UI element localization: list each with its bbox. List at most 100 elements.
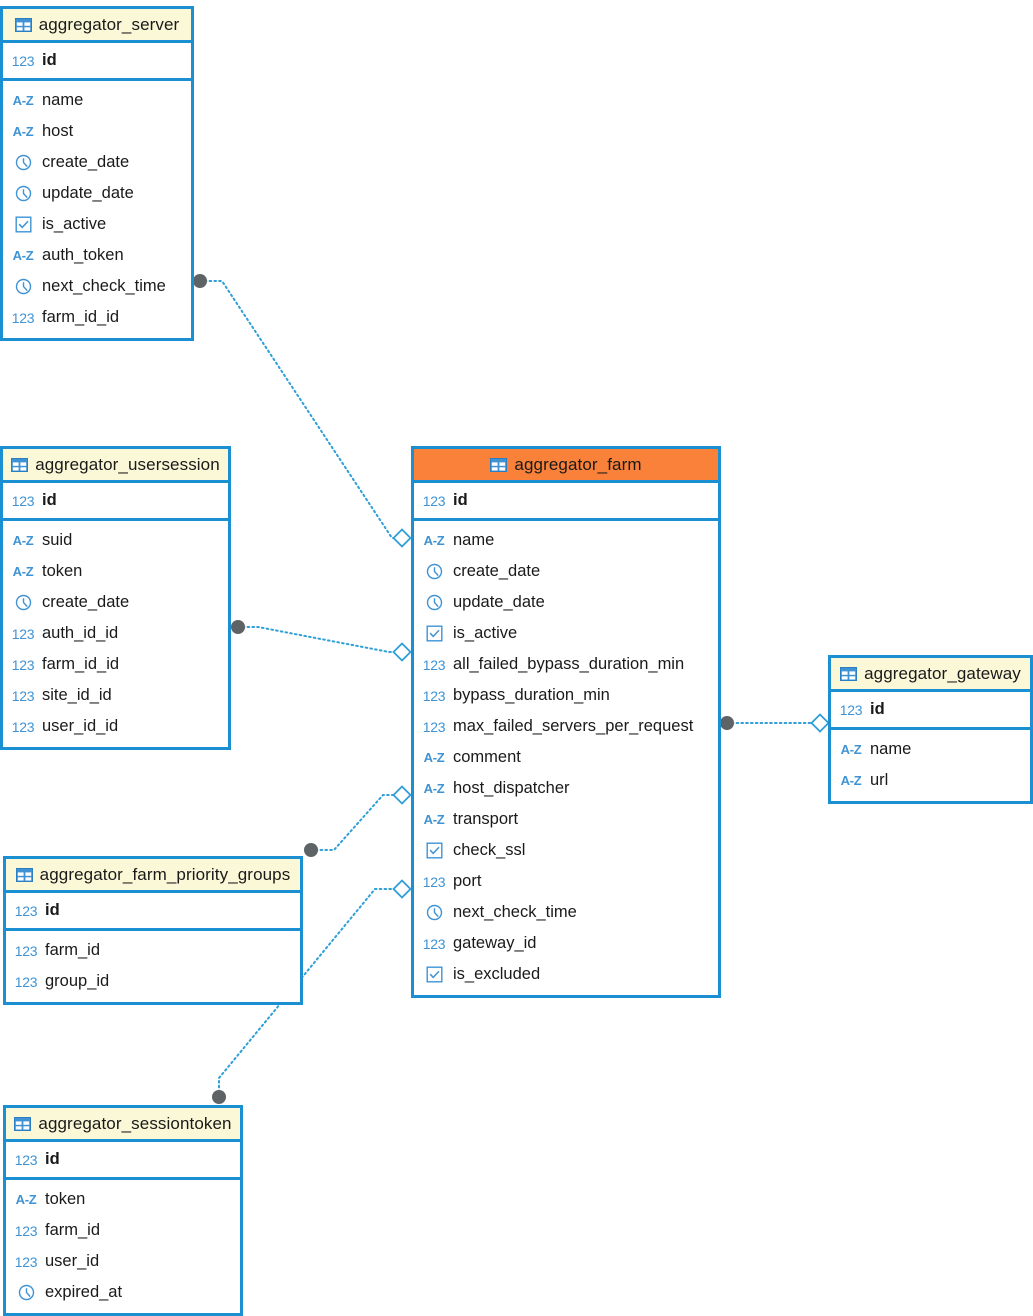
field-name: gateway_id xyxy=(453,934,537,952)
field-name: farm_id_id xyxy=(42,308,120,326)
string-type-icon: A-Z xyxy=(423,750,445,765)
table-grid-icon xyxy=(11,457,29,472)
string-type-icon: A-Z xyxy=(840,773,862,788)
field-row[interactable]: is_active xyxy=(3,209,191,240)
field-row[interactable]: 123 farm_id_id xyxy=(3,302,191,333)
entity-header-aggregator_farm[interactable]: aggregator_farm xyxy=(414,449,718,483)
field-row[interactable]: A-Z name xyxy=(3,85,191,116)
field-row[interactable]: create_date xyxy=(3,147,191,178)
field-row[interactable]: 123 auth_id_id xyxy=(3,618,228,649)
field-name: is_active xyxy=(453,624,518,642)
integer-type-icon: 123 xyxy=(11,309,35,326)
table-grid-icon xyxy=(14,1116,32,1131)
field-name: farm_id xyxy=(45,941,101,959)
field-row[interactable]: is_active xyxy=(414,618,718,649)
field-row[interactable]: next_check_time xyxy=(414,897,718,928)
integer-type-icon: 123 xyxy=(422,492,446,509)
string-type-icon: A-Z xyxy=(12,248,34,263)
field-name: update_date xyxy=(42,184,134,202)
entity-header-aggregator_farm_priority_groups[interactable]: aggregator_farm_priority_groups xyxy=(6,859,300,893)
entity-header-aggregator_server[interactable]: aggregator_server xyxy=(3,9,191,43)
field-row[interactable]: create_date xyxy=(3,587,228,618)
relationship-rel-usersession-farm[interactable] xyxy=(231,620,412,662)
string-type-icon: A-Z xyxy=(12,124,34,139)
field-row[interactable]: update_date xyxy=(3,178,191,209)
field-name: auth_id_id xyxy=(42,624,119,642)
field-name: create_date xyxy=(42,593,130,611)
entity-header-aggregator_gateway[interactable]: aggregator_gateway xyxy=(831,658,1030,692)
field-name: id xyxy=(45,1150,60,1168)
connector-source-marker xyxy=(304,843,318,857)
field-name: name xyxy=(42,91,84,109)
integer-type-icon: 123 xyxy=(14,1253,38,1270)
integer-type-icon: 123 xyxy=(839,701,863,718)
entity-header-aggregator_sessiontoken[interactable]: aggregator_sessiontoken xyxy=(6,1108,240,1142)
entity-title: aggregator_usersession xyxy=(35,454,220,474)
entity-header-aggregator_usersession[interactable]: aggregator_usersession xyxy=(3,449,228,483)
field-name: user_id_id xyxy=(42,717,119,735)
field-name: id xyxy=(45,901,60,919)
entity-title: aggregator_sessiontoken xyxy=(38,1113,232,1133)
field-row[interactable]: check_ssl xyxy=(414,835,718,866)
connector-target-marker xyxy=(392,642,412,662)
field-row[interactable]: create_date xyxy=(414,556,718,587)
relationship-rel-farm-gateway[interactable] xyxy=(720,713,830,733)
field-row[interactable]: A-Z host xyxy=(3,116,191,147)
field-name: next_check_time xyxy=(453,903,577,921)
field-name: name xyxy=(870,740,912,758)
field-row[interactable]: next_check_time xyxy=(3,271,191,302)
field-row[interactable]: expired_at xyxy=(6,1277,240,1308)
field-name: host xyxy=(42,122,74,140)
connector-target-marker xyxy=(392,879,412,899)
string-type-icon: A-Z xyxy=(12,564,34,579)
integer-type-icon: 123 xyxy=(422,656,446,673)
entity-title: aggregator_farm xyxy=(514,454,642,474)
connector-target-marker xyxy=(392,528,412,548)
field-row[interactable]: is_excluded xyxy=(414,959,718,990)
integer-type-icon: 123 xyxy=(11,625,35,642)
relationship-rel-prioritygroups-farm[interactable] xyxy=(304,785,412,858)
field-row[interactable]: update_date xyxy=(414,587,718,618)
integer-type-icon: 123 xyxy=(11,687,35,704)
string-type-icon: A-Z xyxy=(423,533,445,548)
string-type-icon: A-Z xyxy=(12,93,34,108)
connector-target-marker xyxy=(810,713,830,733)
